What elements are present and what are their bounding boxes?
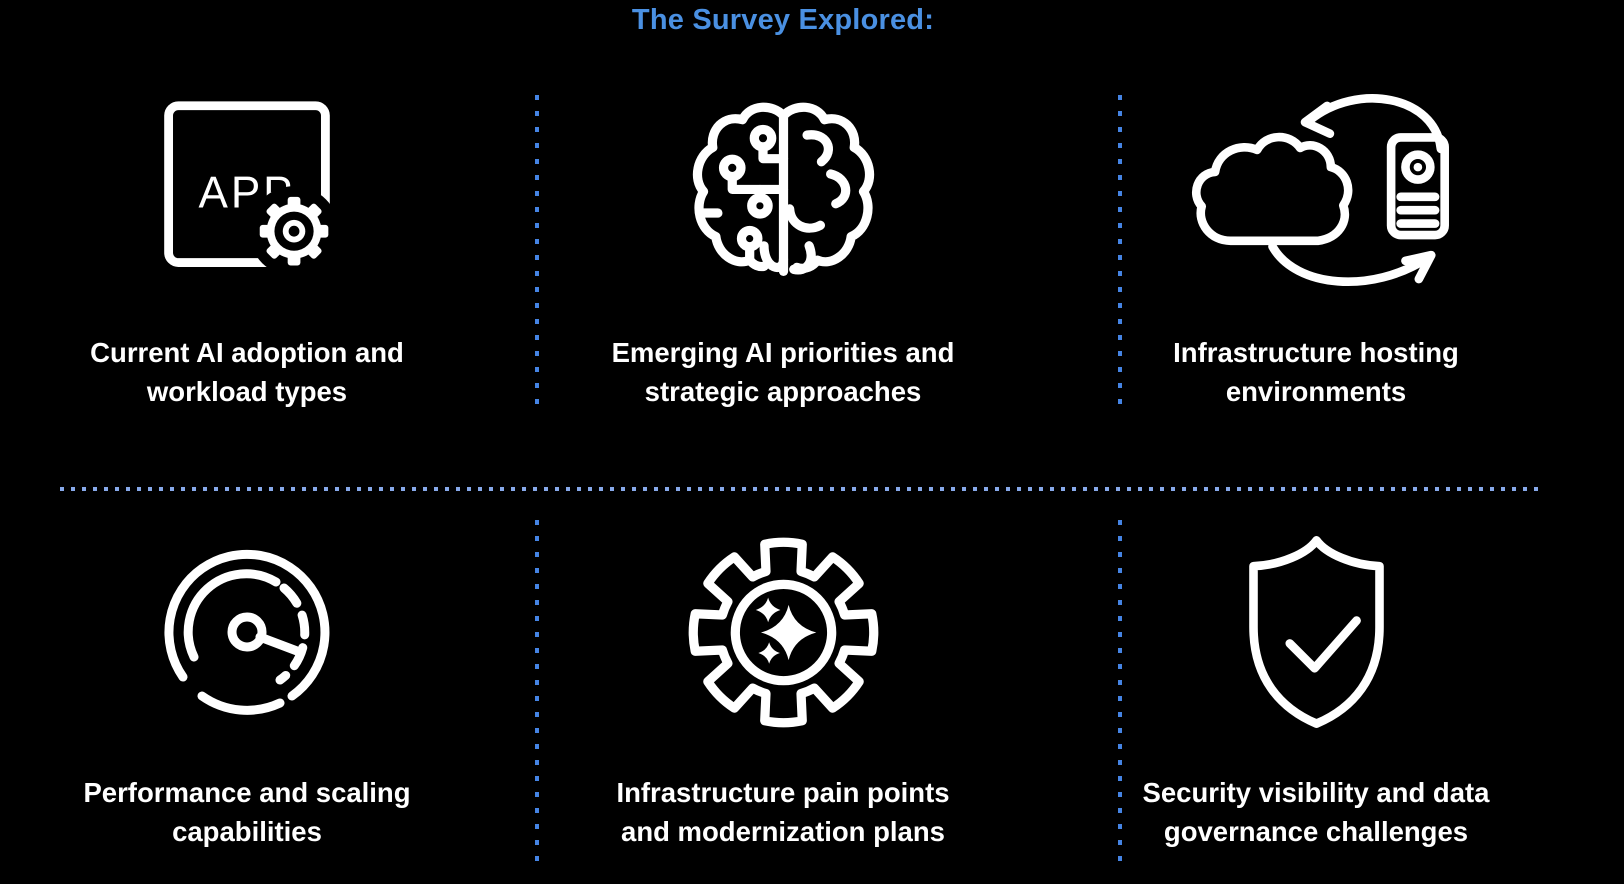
card-label: Security visibility and data governance …: [1142, 777, 1490, 847]
gear-sparkles-icon: [688, 537, 878, 727]
card-infrastructure-hosting: Infrastructure hosting environments: [1076, 86, 1556, 411]
divider-horizontal: [60, 487, 1544, 491]
card-label: Current AI adoption and workload types: [90, 337, 404, 407]
speedometer-gauge-icon: [164, 549, 330, 715]
card-security-governance: Security visibility and data governance …: [1076, 526, 1556, 851]
app-window-gear-icon: APP: [164, 101, 340, 277]
card-performance-scaling: Performance and scaling capabilities: [7, 526, 487, 851]
sparkles-glyph: [755, 597, 816, 664]
card-label: Emerging AI priorities and strategic app…: [611, 337, 955, 407]
card-label: Infrastructure pain points and moderniza…: [616, 777, 950, 847]
divider-vertical-row2-right: [1118, 520, 1122, 872]
divider-vertical-row1-right: [1118, 95, 1122, 413]
page-title: The Survey Explored:: [631, 4, 935, 36]
shield-check-icon: [1248, 536, 1384, 728]
card-pain-points-modernization: Infrastructure pain points and moderniza…: [543, 526, 1023, 851]
card-label: Performance and scaling capabilities: [83, 777, 411, 847]
divider-vertical-row2-left: [535, 520, 539, 872]
card-emerging-ai-priorities: Emerging AI priorities and strategic app…: [543, 86, 1023, 411]
card-current-ai-adoption: APP: [7, 86, 487, 411]
divider-vertical-row1-left: [535, 95, 539, 413]
card-label: Infrastructure hosting environments: [1173, 337, 1459, 407]
gear-glyph: [248, 186, 340, 277]
cloud-server-sync-icon: [1191, 94, 1449, 286]
ai-brain-circuit-icon: [692, 102, 874, 276]
